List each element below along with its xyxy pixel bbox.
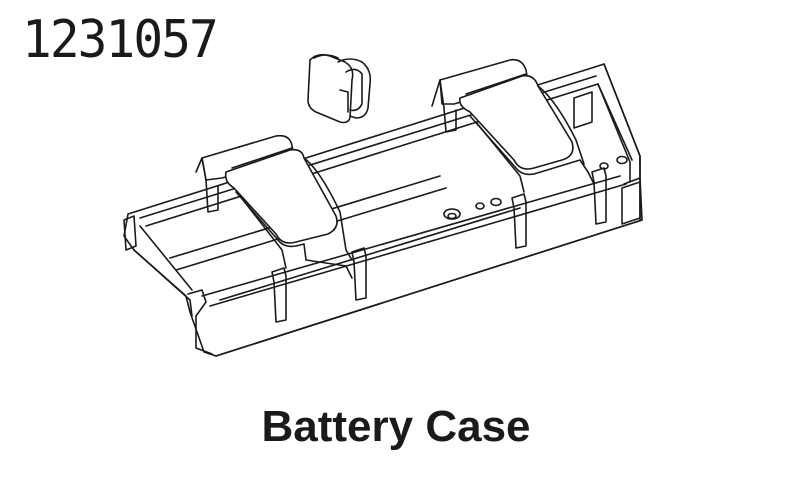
battery-strap-clip-right [431, 58, 595, 193]
figure-caption: Battery Case [261, 402, 531, 451]
battery-case-tray [123, 63, 643, 357]
strap-retainer-clip [307, 53, 372, 124]
battery-strap-clip-left [195, 134, 353, 279]
part-number: 1231057 [22, 10, 219, 70]
